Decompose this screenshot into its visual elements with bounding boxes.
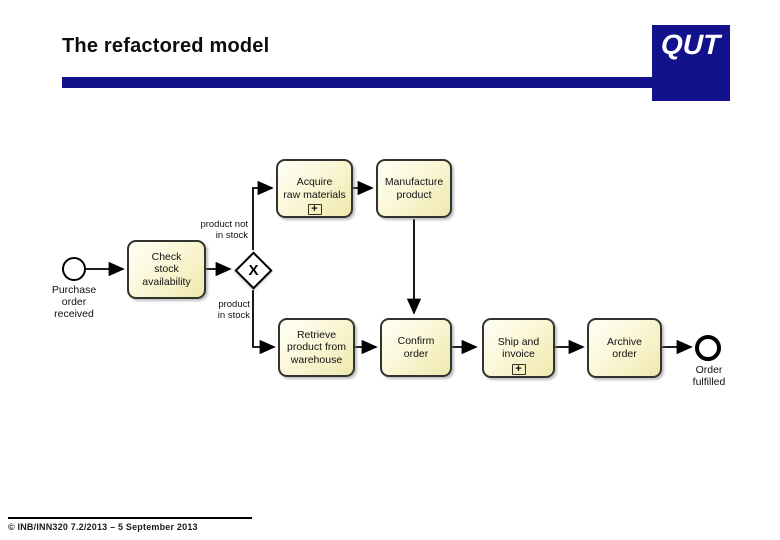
edge-label-product-in-stock: product in stock	[217, 299, 250, 322]
task-confirm-order: Confirm order	[380, 318, 452, 377]
title-underline-bar	[62, 77, 656, 88]
edge-label-product-not-in-stock: product not in stock	[200, 219, 248, 242]
subprocess-plus-icon: +	[307, 204, 322, 215]
task-ship-and-invoice: Ship and invoice +	[482, 318, 555, 378]
task-ship-label: Ship and invoice	[497, 335, 540, 360]
task-retrieve-product-from-warehouse: Retrieve product from warehouse	[278, 318, 355, 377]
end-event	[695, 335, 721, 361]
start-event	[62, 257, 86, 281]
xor-gateway-symbol: X	[248, 262, 259, 279]
qut-logo: QUT	[652, 25, 730, 101]
task-acquire-raw-materials: Acquire raw materials +	[276, 159, 353, 218]
footer-citation: © INB/INN320 7.2/2013 – 5 September 2013	[8, 522, 198, 532]
page-title: The refactored model	[62, 35, 270, 57]
task-check-stock-availability: Check stock availability	[127, 240, 206, 299]
task-archive-order: Archive order	[587, 318, 662, 378]
task-acquire-label: Acquire raw materials	[283, 176, 346, 201]
task-manufacture-product: Manufacture product	[376, 159, 452, 218]
subprocess-plus-icon: +	[511, 364, 526, 375]
start-event-label: Purchase order received	[51, 284, 97, 321]
end-event-label: Order fulfilled	[692, 364, 726, 389]
footer-divider-line	[8, 517, 252, 519]
